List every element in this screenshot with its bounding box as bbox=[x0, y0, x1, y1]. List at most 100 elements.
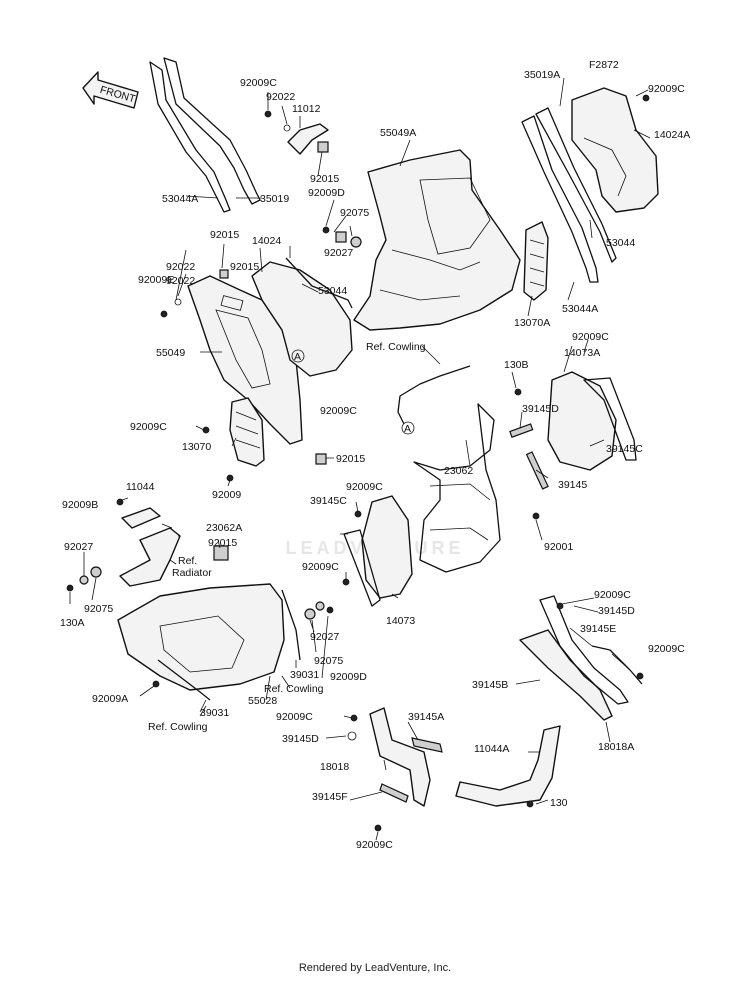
front-arrow-icon: FRONT bbox=[82, 71, 139, 109]
label-92009C-c: 92009C bbox=[320, 405, 357, 417]
strip-39031-b bbox=[281, 589, 301, 661]
seal-39145B bbox=[539, 595, 629, 705]
side-cover-14024A bbox=[571, 87, 659, 213]
grommet-92075-b bbox=[90, 566, 102, 578]
label-39145A: 39145A bbox=[408, 711, 444, 723]
label-53044A-b: 53044A bbox=[562, 303, 598, 315]
screw-92009E bbox=[160, 310, 168, 318]
label-39145B: 39145B bbox=[472, 679, 508, 691]
label-92015-d: 92015 bbox=[336, 453, 365, 465]
label-ref-cowling-b: Ref. Cowling bbox=[264, 683, 324, 695]
label-92009C-e: 92009C bbox=[572, 331, 609, 343]
screw-92009C-h bbox=[556, 602, 564, 610]
nut-92015-d bbox=[315, 453, 327, 465]
label-11012: 11012 bbox=[292, 103, 321, 115]
label-92009B: 92009B bbox=[62, 499, 98, 511]
air-duct-13070A bbox=[523, 221, 549, 301]
label-92022-c: 92022 bbox=[166, 275, 195, 287]
grommet-92027-c bbox=[315, 601, 325, 611]
label-92015-e: 92015 bbox=[208, 537, 237, 549]
label-13070: 13070 bbox=[182, 441, 211, 453]
seal-strip-35019A-right bbox=[535, 107, 617, 263]
seal-39145C-left bbox=[343, 529, 381, 607]
seal-39145C-right bbox=[583, 377, 637, 461]
label-39145C-a: 39145C bbox=[606, 443, 643, 455]
screw-92009D-a bbox=[322, 226, 330, 234]
label-92015-c: 92015 bbox=[230, 261, 259, 273]
washer-92022-c bbox=[174, 298, 182, 306]
nut-92015-b bbox=[219, 269, 229, 279]
label-14073A: 14073A bbox=[564, 347, 600, 359]
nut-92015-upper bbox=[335, 231, 347, 243]
screw-92009C-i bbox=[636, 672, 644, 680]
cowling-wire-ref bbox=[397, 365, 471, 425]
label-92009C-b: 92009C bbox=[648, 83, 685, 95]
clip-39145D-c bbox=[347, 731, 357, 741]
label-92009C-k: 92009C bbox=[356, 839, 393, 851]
label-39145D-b: 39145D bbox=[598, 605, 635, 617]
label-53044A-a: 53044A bbox=[162, 193, 198, 205]
label-39145: 39145 bbox=[558, 479, 587, 491]
grommet-92075-c bbox=[304, 608, 316, 620]
seal-53044-mid bbox=[285, 257, 353, 309]
screw-92009C-b bbox=[642, 94, 650, 102]
label-ref-radiator-1: Ref. bbox=[178, 555, 197, 567]
label-11044: 11044 bbox=[126, 481, 155, 493]
bracket-18018 bbox=[369, 707, 431, 807]
bracket-23062A bbox=[119, 527, 181, 587]
label-39145D-a: 39145D bbox=[522, 403, 559, 415]
grommet-92075-a bbox=[350, 236, 362, 248]
label-13070A: 13070A bbox=[514, 317, 550, 329]
label-14024: 14024 bbox=[252, 235, 281, 247]
label-130A: 130A bbox=[60, 617, 85, 629]
label-130: 130 bbox=[550, 797, 568, 809]
label-92009C-h: 92009C bbox=[594, 589, 631, 601]
label-ref-cowling-a: Ref. Cowling bbox=[366, 341, 426, 353]
label-92009C-f: 92009C bbox=[346, 481, 383, 493]
label-55049: 55049 bbox=[156, 347, 185, 359]
label-92001: 92001 bbox=[544, 541, 573, 553]
label-92075-b: 92075 bbox=[84, 603, 113, 615]
bracket-frame-23062 bbox=[413, 403, 501, 573]
bracket-11012 bbox=[287, 123, 329, 155]
duct-14073 bbox=[361, 495, 413, 599]
label-53044-a: 53044 bbox=[606, 237, 635, 249]
label-ref-cowling-c: Ref. Cowling bbox=[148, 721, 208, 733]
screw-92009B bbox=[116, 498, 124, 506]
label-14073: 14073 bbox=[386, 615, 415, 627]
label-53044-b: 53044 bbox=[318, 285, 347, 297]
label-23062: 23062 bbox=[444, 465, 473, 477]
screw-92009D-b bbox=[326, 606, 334, 614]
label-92009C-d: 92009C bbox=[130, 421, 167, 433]
screw-92009C-k bbox=[374, 824, 382, 832]
lower-cover-55028 bbox=[117, 583, 285, 691]
screw-92009C-a bbox=[264, 110, 272, 118]
label-92009C-i: 92009C bbox=[648, 643, 685, 655]
screw-130B bbox=[514, 388, 522, 396]
label-92009A: 92009A bbox=[92, 693, 128, 705]
label-39145E: 39145E bbox=[580, 623, 616, 635]
label-39031-a: 39031 bbox=[290, 669, 319, 681]
seal-39145E bbox=[591, 645, 643, 685]
seal-39145F bbox=[379, 783, 409, 803]
label-55049A: 55049A bbox=[380, 127, 416, 139]
seal-39145D-a bbox=[509, 423, 534, 438]
diagram-code: F2872 bbox=[589, 59, 619, 71]
side-cover-14024 bbox=[251, 261, 353, 377]
label-18018A: 18018A bbox=[598, 741, 634, 753]
grommet-92027-b bbox=[79, 575, 89, 585]
label-92009C-j: 92009C bbox=[276, 711, 313, 723]
label-92009E: 92009E bbox=[138, 274, 174, 286]
label-92015-a: 92015 bbox=[310, 173, 339, 185]
label-92075-c: 92075 bbox=[314, 655, 343, 667]
trim-strip-53044A-right bbox=[521, 115, 599, 283]
label-92075-a: 92075 bbox=[340, 207, 369, 219]
label-35019A: 35019A bbox=[524, 69, 560, 81]
ref-a-text-2: A bbox=[404, 423, 411, 435]
washer-92022-a bbox=[283, 124, 291, 132]
label-39145C-b: 39145C bbox=[310, 495, 347, 507]
label-92009D-a: 92009D bbox=[308, 187, 345, 199]
air-duct-13070 bbox=[229, 397, 265, 467]
label-92027-c: 92027 bbox=[310, 631, 339, 643]
